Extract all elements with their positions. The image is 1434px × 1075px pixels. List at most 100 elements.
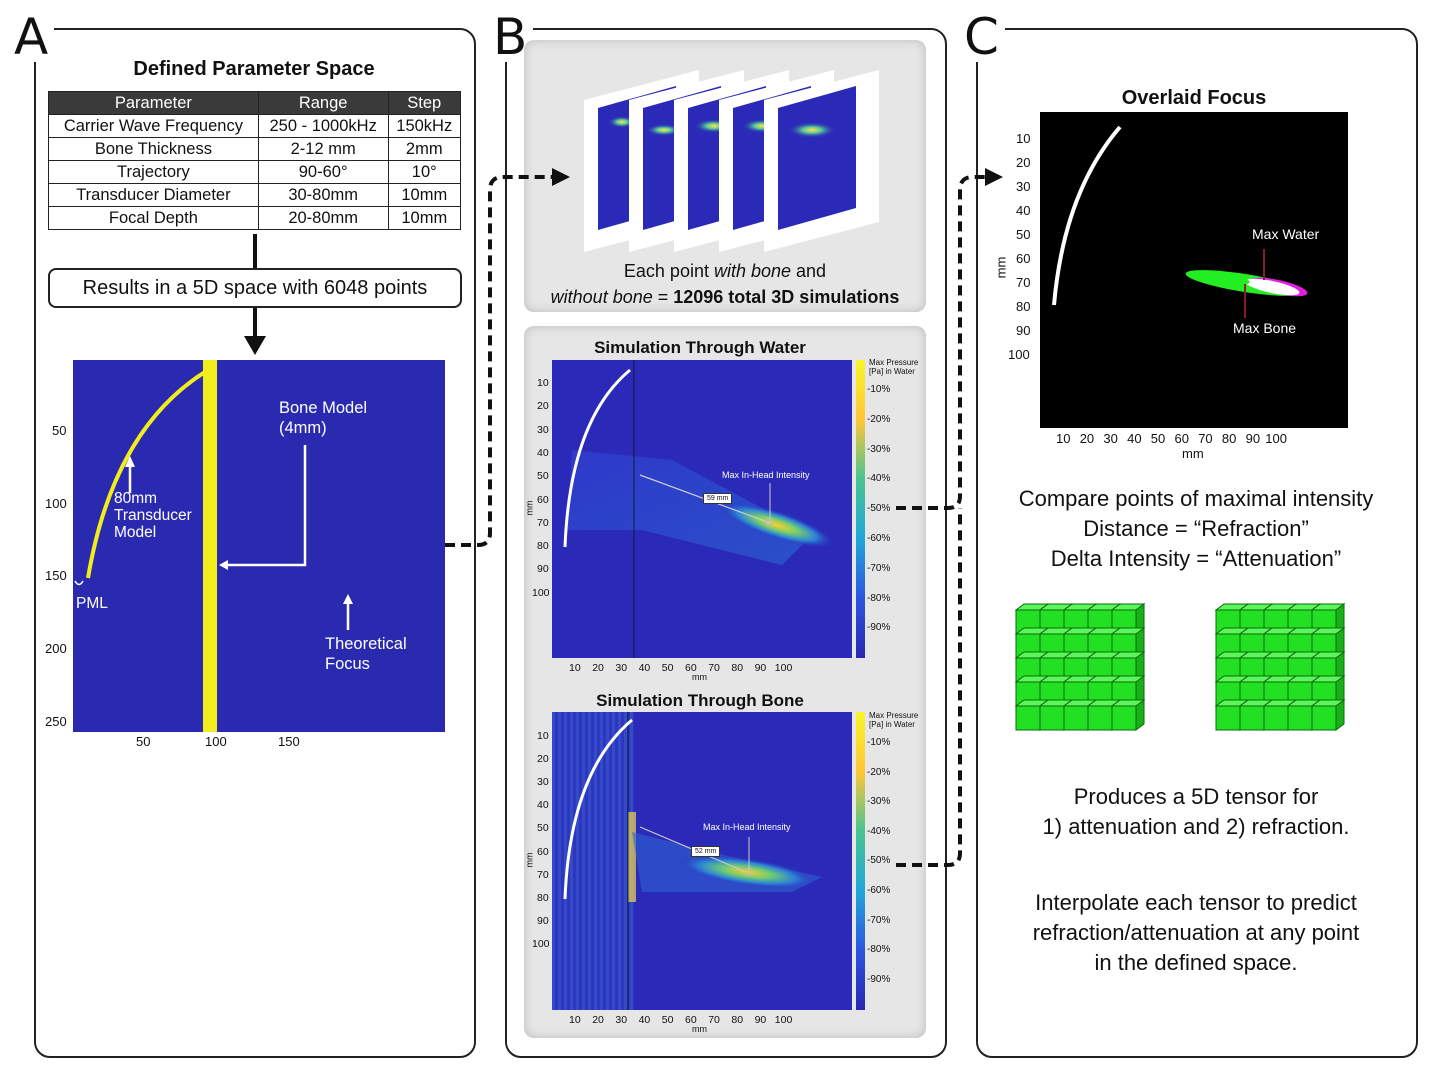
tick-label: 40 bbox=[1016, 203, 1031, 218]
tick-label: -90% bbox=[867, 973, 891, 985]
tick-label: 20 bbox=[537, 400, 549, 413]
bone-colorbar-title: Max Pressure [Pa] in Water bbox=[869, 711, 918, 729]
cell: Bone Thickness bbox=[48, 137, 259, 161]
tick-label: 20 bbox=[537, 753, 549, 766]
tick-label: 30 bbox=[615, 662, 628, 674]
bone-cb-title-line2: [Pa] in Water bbox=[869, 720, 915, 729]
tick-label: 70 bbox=[708, 1014, 720, 1026]
cell: 10mm bbox=[387, 183, 462, 207]
water-sim-plot bbox=[552, 360, 852, 658]
tick-label: 20 bbox=[592, 1014, 604, 1026]
compare-line1: Compare points of maximal intensity bbox=[1018, 486, 1374, 511]
tick-label: 10 bbox=[569, 662, 581, 674]
water-cb-title-line2: [Pa] in Water bbox=[869, 367, 915, 376]
tensor-cube bbox=[1310, 699, 1346, 731]
tick-label: 80 bbox=[731, 662, 744, 674]
bone-sim-plot bbox=[552, 712, 852, 1010]
tick-label: 10 bbox=[537, 730, 549, 742]
tick-label: 50 bbox=[1016, 227, 1031, 242]
tick-label: 70 bbox=[708, 662, 720, 674]
tick-label: 30 bbox=[537, 423, 549, 436]
transducer-label-line1: 80mm bbox=[114, 490, 158, 507]
bone-cb-title-line1: Max Pressure bbox=[869, 711, 919, 720]
compare-line2: Distance = “Refraction” bbox=[1083, 516, 1309, 541]
tensor-line2: 1) attenuation and 2) refraction. bbox=[1042, 814, 1350, 839]
panel-c-letter: C bbox=[958, 12, 1005, 62]
caption-total: 12096 total 3D simulations bbox=[673, 287, 900, 307]
tick-label: -40% bbox=[867, 825, 891, 837]
tick-label: 50 bbox=[537, 822, 549, 835]
tensor-line1: Produces a 5D tensor for bbox=[1073, 784, 1319, 809]
caption-line2: without bone = 12096 total 3D simulation… bbox=[524, 284, 926, 310]
tick-label: 60 bbox=[1174, 431, 1189, 446]
tick-label: 90 bbox=[537, 914, 549, 927]
bone-xlabel: mm bbox=[692, 1024, 707, 1034]
tick-label: 10 bbox=[569, 1014, 581, 1026]
tick-label: 20 bbox=[1016, 155, 1031, 170]
tick-label: -10% bbox=[867, 384, 891, 395]
caption-with-bone: with bone bbox=[713, 261, 792, 281]
header-parameter: Parameter bbox=[48, 91, 259, 115]
a-xtick: 100 bbox=[205, 734, 227, 749]
max-bone-label: Max Bone bbox=[1233, 320, 1297, 336]
tick-label: 80 bbox=[1221, 431, 1237, 446]
tick-label: 100 bbox=[1008, 347, 1030, 362]
tick-label: 40 bbox=[638, 662, 651, 674]
water-annotation: Max In-Head Intensity bbox=[722, 470, 810, 480]
tick-label: 80 bbox=[537, 891, 549, 904]
tick-label: 30 bbox=[615, 1014, 628, 1026]
tick-label: 50 bbox=[661, 662, 674, 674]
tick-label: -20% bbox=[867, 766, 891, 778]
tick-label: 100 bbox=[532, 586, 550, 599]
water-colorbar-title: Max Pressure [Pa] in Water bbox=[869, 358, 918, 376]
transducer-arc bbox=[74, 370, 353, 630]
tick-label: 60 bbox=[685, 662, 697, 674]
tick-label: 80 bbox=[731, 1014, 744, 1026]
panel-a-connectors bbox=[244, 234, 266, 355]
tick-label: 90 bbox=[1245, 431, 1261, 446]
cell: Trajectory bbox=[48, 160, 259, 184]
table-header-row: Parameter Range Step bbox=[48, 91, 462, 115]
cell: 10mm bbox=[387, 206, 462, 230]
tick-label: -60% bbox=[867, 533, 891, 544]
bone-annotation: Max In-Head Intensity bbox=[703, 822, 791, 832]
tick-label: 70 bbox=[537, 868, 549, 881]
focus-label-line1: Theoretical bbox=[325, 635, 407, 653]
tick-label: 100 bbox=[1265, 431, 1287, 446]
tick-label: 90 bbox=[754, 1014, 767, 1026]
tensor-text: Produces a 5D tensor for 1) attenuation … bbox=[978, 782, 1414, 842]
tick-label: 90 bbox=[1016, 323, 1031, 338]
tensor-cube bbox=[1110, 699, 1146, 731]
tick-label: -30% bbox=[867, 443, 891, 455]
interp-line2: refraction/attenuation at any point bbox=[1032, 920, 1360, 945]
tick-label: -50% bbox=[867, 503, 891, 515]
caption-eq: = bbox=[652, 287, 674, 307]
interpolate-text: Interpolate each tensor to predict refra… bbox=[978, 888, 1414, 978]
tick-label: 90 bbox=[537, 563, 549, 576]
caption-and: and bbox=[791, 261, 827, 281]
tick-label: 50 bbox=[661, 1014, 674, 1026]
tick-label: 40 bbox=[1127, 431, 1142, 446]
bone-model-plot bbox=[73, 360, 445, 732]
tick-label: 30 bbox=[1103, 431, 1118, 446]
tick-label: 100 bbox=[774, 1014, 793, 1026]
tensor-cubes bbox=[1014, 603, 1346, 731]
tick-label: 80 bbox=[1016, 299, 1031, 314]
tick-label: 60 bbox=[1016, 251, 1031, 266]
a-xtick: 150 bbox=[278, 734, 300, 749]
compare-line3: Delta Intensity = “Attenuation” bbox=[1050, 546, 1342, 571]
result-box: Results in a 5D space with 6048 points bbox=[48, 268, 462, 308]
compare-text: Compare points of maximal intensity Dist… bbox=[978, 484, 1414, 574]
tick-label: -60% bbox=[867, 885, 891, 896]
a-ytick: 50 bbox=[52, 423, 67, 438]
pml-label: PML bbox=[76, 595, 108, 612]
tick-label: 30 bbox=[1016, 179, 1031, 194]
caption-pre: Each point bbox=[623, 261, 714, 281]
simulation-slices bbox=[584, 70, 879, 252]
tick-label: -10% bbox=[867, 737, 891, 748]
tick-label: -30% bbox=[867, 796, 891, 808]
tick-label: -90% bbox=[867, 622, 891, 634]
